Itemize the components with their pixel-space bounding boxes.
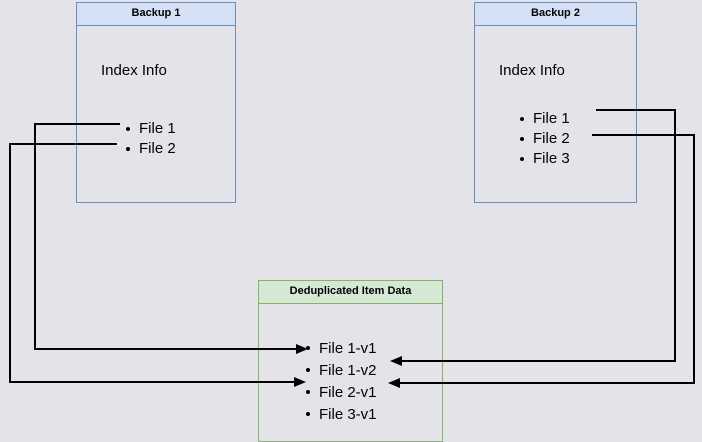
node-deduplicated-item-data-body: File 1-v1 File 1-v2 File 2-v1 File 3-v1 <box>259 304 442 441</box>
backup-1-file-list: File 1 File 2 <box>125 119 176 159</box>
node-backup-1-body: Index Info File 1 File 2 <box>77 26 235 202</box>
node-backup-2-title: Backup 2 <box>475 3 636 26</box>
list-item: File 2 <box>125 139 176 159</box>
backup-2-file-list: File 1 File 2 File 3 <box>519 109 570 169</box>
node-backup-2-body: Index Info File 1 File 2 File 3 <box>475 26 636 202</box>
list-item: File 3-v1 <box>305 404 377 426</box>
list-item: File 1-v1 <box>305 338 377 360</box>
node-backup-1-title: Backup 1 <box>77 3 235 26</box>
list-item: File 2-v1 <box>305 382 377 404</box>
node-backup-2[interactable]: Backup 2 Index Info File 1 File 2 File 3 <box>474 2 637 203</box>
backup-2-index-info-label: Index Info <box>499 62 565 79</box>
node-backup-1[interactable]: Backup 1 Index Info File 1 File 2 <box>76 2 236 203</box>
node-deduplicated-item-data-title: Deduplicated Item Data <box>259 281 442 304</box>
backup-1-index-info-label: Index Info <box>101 62 167 79</box>
list-item: File 1-v2 <box>305 360 377 382</box>
node-deduplicated-item-data[interactable]: Deduplicated Item Data File 1-v1 File 1-… <box>258 280 443 442</box>
list-item: File 3 <box>519 149 570 169</box>
list-item: File 2 <box>519 129 570 149</box>
dedup-item-list: File 1-v1 File 1-v2 File 2-v1 File 3-v1 <box>305 338 377 426</box>
list-item: File 1 <box>125 119 176 139</box>
list-item: File 1 <box>519 109 570 129</box>
